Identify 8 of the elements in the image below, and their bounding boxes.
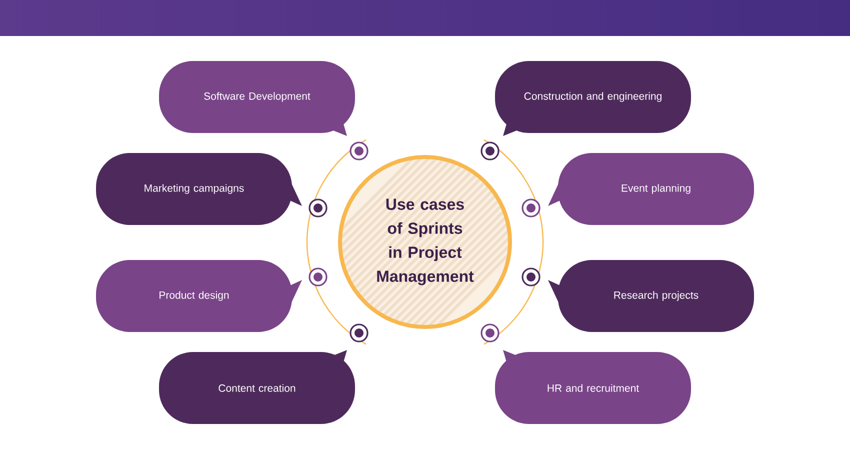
speech-bubble: Product design	[96, 260, 302, 332]
speech-bubble: Construction and engineering	[495, 61, 691, 136]
speech-bubble: Marketing campaigns	[96, 153, 302, 225]
speech-bubble: Research projects	[548, 260, 754, 332]
speech-bubble: Software Development	[159, 61, 355, 136]
speech-bubble: Content creation	[159, 350, 355, 424]
speech-bubble: HR and recruitment	[495, 350, 691, 424]
speech-bubble: Event planning	[548, 153, 754, 225]
